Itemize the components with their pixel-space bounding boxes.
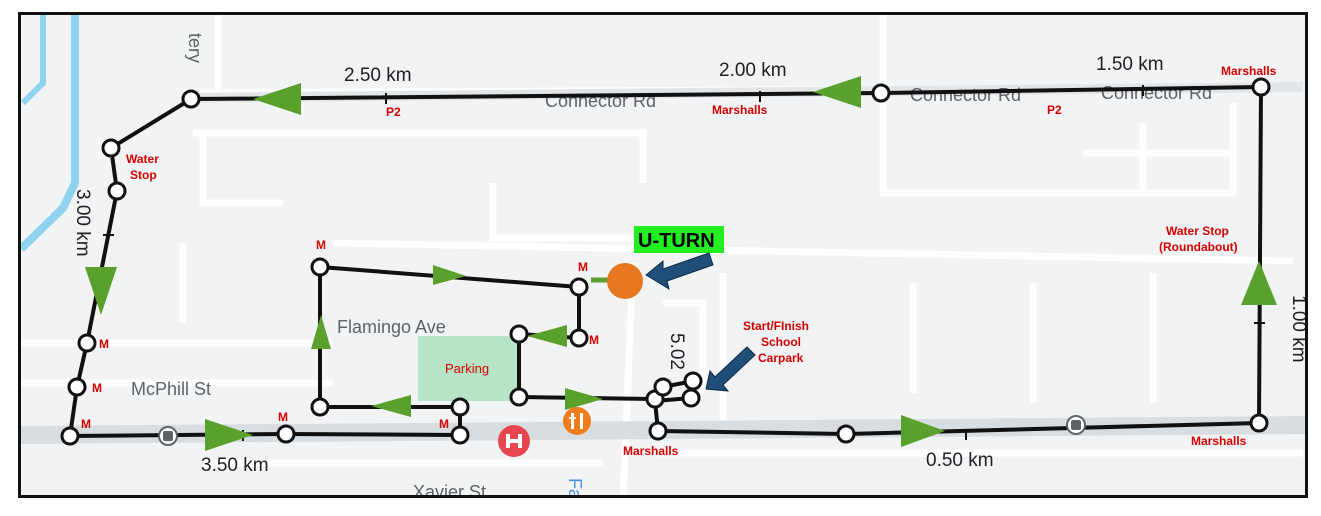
hospital-icon — [498, 425, 530, 457]
water-stop-west-line1: Water — [126, 152, 159, 166]
direction-arrow — [527, 325, 567, 347]
water-stop-roundabout-line2: (Roundabout) — [1159, 240, 1238, 254]
direction-arrow — [371, 395, 411, 417]
start-finish-line1: Start/FInish — [743, 319, 809, 333]
street-cemetery-partial: tery — [185, 33, 205, 63]
direction-arrow — [205, 419, 253, 451]
uturn-label: U-TURN — [638, 230, 715, 252]
marshal-m: M — [589, 333, 599, 347]
marshal-label-p2-east: P2 — [1047, 103, 1062, 117]
street-mcphill-st: McPhill St — [131, 379, 211, 399]
direction-arrow — [813, 76, 861, 108]
marshal-m: M — [439, 417, 449, 431]
distance-label-2-00: 2.00 km — [719, 60, 787, 81]
distance-label-1-50: 1.50 km — [1096, 54, 1164, 75]
parking-label: Parking — [445, 361, 489, 376]
restaurant-icon — [563, 407, 591, 435]
distance-label-3-00: 3.00 km — [72, 189, 93, 257]
river — [21, 15, 79, 252]
distance-label-3-50: 3.50 km — [201, 455, 269, 476]
street-xavier-st: Xavier St — [413, 482, 486, 498]
marshal-label-p2-west: P2 — [386, 105, 401, 119]
direction-arrow — [311, 315, 331, 349]
marshal-m: M — [316, 238, 326, 252]
marshal-m-labels: M M M M M M M M — [81, 238, 599, 431]
street-connector-rd-3: Connector Rd — [1101, 83, 1212, 103]
direction-arrow — [1241, 261, 1277, 305]
direction-arrow — [85, 267, 117, 315]
uturn-pointer-arrow — [645, 252, 714, 291]
start-finish-line3: Carpark — [758, 351, 804, 365]
street-fa-partial: Fa — [565, 478, 585, 498]
direction-arrow — [565, 388, 603, 410]
marshal-m: M — [278, 410, 288, 424]
distance-label-2-50: 2.50 km — [344, 65, 412, 86]
marshal-label-connector: Marshalls — [712, 103, 768, 117]
marshal-m: M — [99, 337, 109, 351]
marshal-label-start: Marshalls — [623, 444, 679, 458]
direction-arrows — [85, 76, 1277, 451]
parking-area — [418, 336, 518, 401]
direction-arrow — [901, 415, 945, 447]
street-connector-rd-2: Connector Rd — [910, 85, 1021, 105]
water-stop-roundabout-line1: Water Stop — [1166, 224, 1229, 238]
race-route-map: Parking Connector Rd Connector Rd Connec… — [18, 12, 1308, 498]
water-stop-west-line2: Stop — [130, 168, 157, 182]
marshal-m: M — [578, 260, 588, 274]
distance-label-1-00: 1.00 km — [1288, 295, 1308, 363]
bus-stop-icon — [158, 426, 178, 446]
uturn-point — [607, 263, 643, 299]
start-finish-line2: School — [761, 335, 801, 349]
marshal-m: M — [81, 417, 91, 431]
bus-stop-icon — [1066, 415, 1086, 435]
marshal-m: M — [92, 381, 102, 395]
marshal-label-ne: Marshalls — [1221, 64, 1277, 78]
direction-arrow — [433, 265, 466, 285]
direction-arrow — [253, 83, 301, 115]
distance-label-0-50: 0.50 km — [926, 450, 994, 471]
route-nodes — [60, 77, 1271, 446]
distance-label-5-02: 5.02 — [666, 333, 687, 370]
river-west — [21, 15, 46, 106]
uturn-badge — [634, 226, 724, 253]
marshal-label-se: Marshalls — [1191, 434, 1247, 448]
start-pointer-arrow — [705, 346, 756, 392]
street-flamingo-ave: Flamingo Ave — [337, 317, 446, 337]
